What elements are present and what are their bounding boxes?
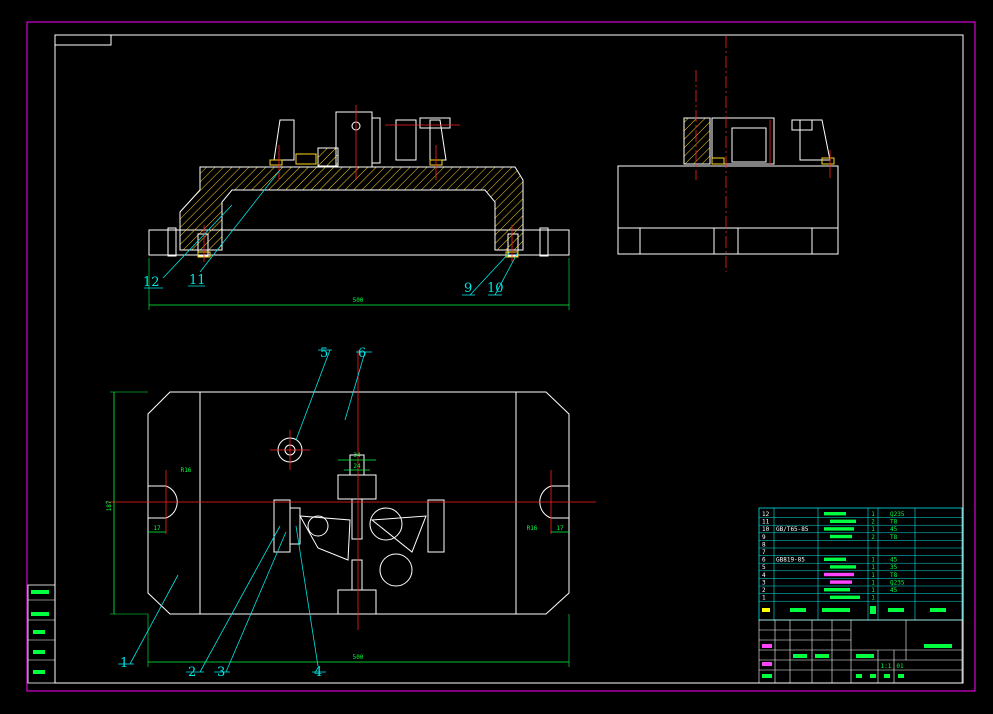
- bridge-body: [179, 166, 524, 251]
- bom-name-mark: [824, 588, 850, 592]
- outer-border: [26, 21, 976, 692]
- bom-cell-qty: 2: [871, 519, 875, 526]
- bom-name-mark: [824, 557, 846, 561]
- slot-top-dim: 34: [353, 452, 361, 459]
- bom-name-mark: [830, 519, 856, 523]
- bom-cell-material: T8: [890, 572, 898, 579]
- bom-cell-no: 5: [762, 564, 766, 571]
- bom-cell-qty: 1: [871, 595, 875, 602]
- part-label-10: 10: [487, 281, 504, 296]
- bom-cell-material: 35: [890, 564, 898, 571]
- bom-cell-qty: 1: [871, 511, 875, 518]
- sheet-value: 01: [896, 663, 904, 670]
- title-block: [758, 619, 963, 684]
- bom-cell-material: T8: [890, 519, 898, 526]
- bom-cell-no: 3: [762, 579, 766, 586]
- slot-inner-dim: 24: [353, 463, 361, 470]
- bom-name-mark: [830, 580, 852, 584]
- part-label-6: 6: [358, 346, 366, 361]
- plan-width-dim: 500: [353, 654, 364, 661]
- title-block-marks: 1:1 01: [762, 644, 952, 678]
- bom-cell-code: GB/T65-85: [776, 526, 809, 533]
- bom-cell-no: 9: [762, 534, 766, 541]
- plan-view: 187 500 34 24 R16 R16 17 17: [105, 350, 596, 667]
- bom-cell-material: T8: [890, 534, 898, 541]
- bom-name-mark: [830, 534, 852, 539]
- left-margin-strip: [27, 584, 56, 684]
- bom-cell-qty: 1: [871, 526, 875, 533]
- part-label-9: 9: [464, 281, 472, 296]
- plan-view-part-labels: 1 2 3 4 5 6: [120, 346, 366, 680]
- offset-right-dim: 17: [556, 525, 564, 532]
- bom-name-mark: [824, 512, 846, 516]
- sheet-frame: [26, 21, 976, 692]
- front-width-dim: 500: [353, 297, 364, 304]
- bom-cell-material: 45: [890, 526, 898, 533]
- bom-cell-no: 2: [762, 587, 766, 594]
- bom-cell-qty: 1: [871, 564, 875, 571]
- front-view-part-labels: 12 11 9 10: [143, 273, 504, 296]
- plan-view-leaders: [118, 349, 372, 673]
- scale-value: 1:1: [881, 663, 892, 670]
- plan-outline: [147, 391, 570, 615]
- bom-name-mark: [830, 595, 860, 599]
- bom-name-mark: [824, 527, 854, 531]
- bom-cell-no: 11: [762, 519, 770, 526]
- bom-cell-qty: 1: [871, 557, 875, 564]
- bom-name-mark: [830, 565, 856, 569]
- bom-cell-no: 1: [762, 595, 766, 602]
- code-box: [54, 34, 112, 46]
- part-label-11: 11: [189, 273, 206, 288]
- radius-left-dim: R16: [181, 467, 192, 474]
- bom-cell-no: 8: [762, 541, 766, 548]
- bom-cell-qty: 1: [871, 587, 875, 594]
- part-label-3: 3: [217, 665, 225, 680]
- bom-cell-code: GB819-85: [776, 557, 805, 564]
- front-view: 500: [148, 105, 570, 310]
- bom-cell-no: 4: [762, 572, 766, 579]
- bom-cell-no: 12: [762, 511, 770, 518]
- offset-left-dim: 17: [153, 525, 161, 532]
- bom-cell-no: 10: [762, 526, 770, 533]
- bom-cell-no: 7: [762, 549, 766, 556]
- bom-cell-no: 6: [762, 557, 766, 564]
- bom-cell-qty: 1: [871, 572, 875, 579]
- part-label-1: 1: [120, 656, 128, 671]
- bom-cell-material: 45: [890, 587, 898, 594]
- radius-right-dim: R16: [527, 525, 538, 532]
- part-label-12: 12: [143, 275, 160, 290]
- bom-cell-material: 45: [890, 557, 898, 564]
- bom-name-mark: [824, 572, 854, 577]
- bom-cell-material: Q235: [890, 511, 905, 518]
- part-label-4: 4: [314, 665, 322, 680]
- plan-height-dim: 187: [106, 500, 113, 511]
- part-label-5: 5: [320, 346, 328, 361]
- inner-border: [54, 34, 964, 684]
- bom-cell-qty: 2: [871, 534, 875, 541]
- front-view-leaders: [144, 169, 519, 296]
- bom-cell-qty: 1: [871, 579, 875, 586]
- side-view: [617, 36, 839, 272]
- bom-cell-material: Q235: [890, 579, 905, 586]
- part-label-2: 2: [188, 665, 196, 680]
